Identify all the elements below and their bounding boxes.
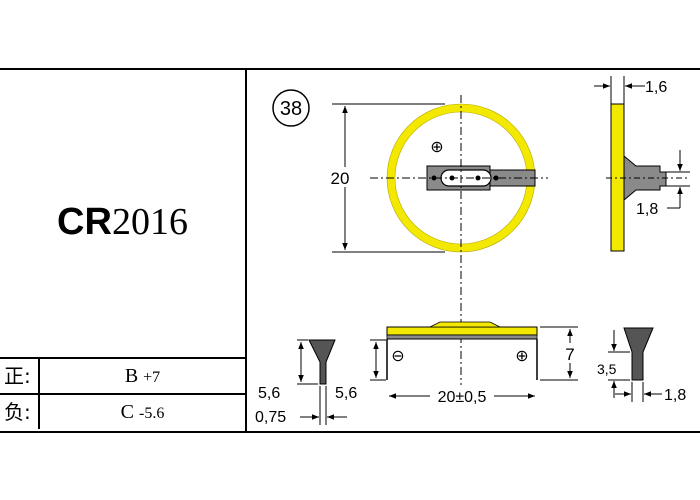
dim-pin-right: 5,6 (335, 385, 357, 402)
side-view: 1,6 1,8 (594, 76, 690, 252)
dim-thickness: 1,6 (645, 79, 667, 96)
negative-value-sub: -5.6 (139, 405, 165, 422)
dim-diameter: 20 (331, 169, 350, 188)
dim-pin-left: 5,6 (258, 385, 280, 402)
pin-left-shape (308, 339, 336, 385)
negative-terminal-row: 负: C -5.6 (0, 393, 245, 429)
negative-key: 负: (0, 395, 40, 429)
front-view: ⊕ 20 (326, 95, 548, 385)
pin-detail-left: 5,6 0,75 (255, 339, 347, 426)
model-number: 2016 (111, 201, 188, 243)
dim-height: 7 (565, 345, 574, 364)
bottom-cell-top (386, 326, 538, 336)
dim-pin-left-thickness: 0,75 (255, 409, 286, 426)
model-label: CR2016 (0, 200, 245, 244)
positive-terminal-row: 正: B +7 (0, 357, 245, 393)
negative-value: C -5.6 (40, 395, 245, 429)
spec-panel: CR2016 正: B +7 负: C -5.6 (0, 70, 247, 431)
plus-symbol-bottom: ⊕ (515, 348, 528, 365)
dim-tab-width: 1,8 (636, 201, 658, 218)
plus-symbol-front: ⊕ (430, 139, 443, 156)
positive-value-sub: +7 (143, 369, 161, 386)
index-badge: 38 (272, 89, 310, 127)
bottom-view: ⊖ ⊕ 20±0,5 7 5,6 (335, 321, 580, 406)
index-number: 38 (280, 98, 302, 120)
positive-value-main: B (124, 365, 139, 387)
pin-detail-right: 3,5 1,8 (597, 327, 686, 404)
drawing-frame: CR2016 正: B +7 负: C -5.6 (0, 68, 700, 433)
positive-value: B +7 (40, 359, 245, 393)
minus-symbol: ⊖ (391, 348, 404, 365)
negative-value-main: C (120, 401, 134, 423)
dim-pin-side-height: 3,5 (597, 361, 617, 377)
dim-width-tolerance: 20±0,5 (438, 389, 487, 406)
pin-right-shape (623, 327, 654, 381)
model-prefix: CR (57, 201, 112, 243)
positive-key: 正: (0, 359, 40, 393)
dim-pin-side-width: 1,8 (664, 387, 686, 404)
